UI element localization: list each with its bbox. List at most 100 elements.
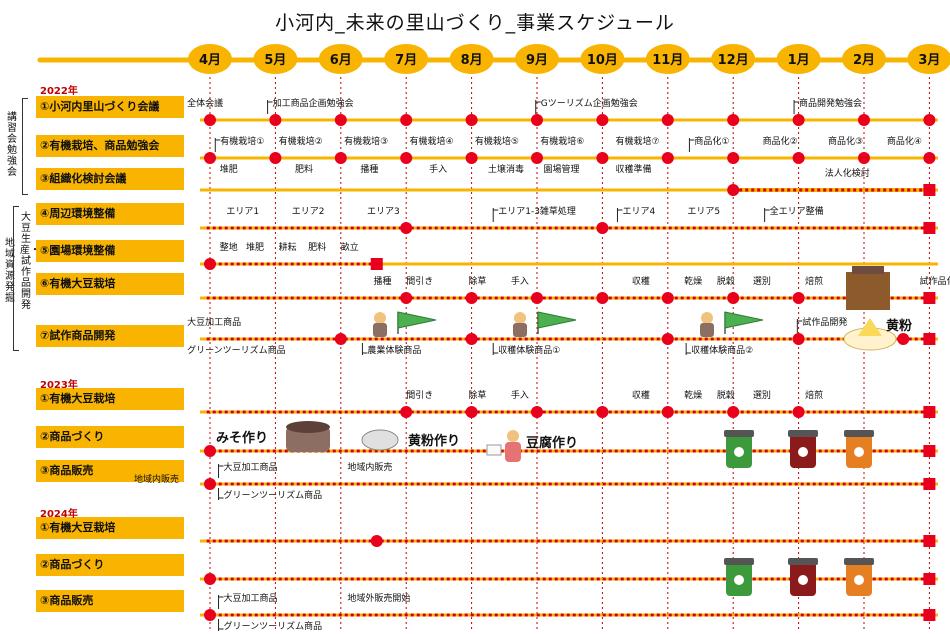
milestone-annotation: 大豆加工商品 (187, 318, 242, 328)
milestone-dot (204, 445, 216, 457)
month-bubble (253, 44, 298, 74)
milestone-dot (923, 114, 936, 126)
milestone-dot (269, 114, 282, 126)
milestone-annotation: 有機栽培⑦ (615, 137, 660, 147)
side-label-chiiki: 地域資源発掘 (5, 238, 15, 304)
milestone-annotation: 有機栽培② (278, 137, 323, 147)
milestone-dot (400, 292, 413, 304)
month-label: 4月 (199, 53, 221, 68)
page-title: 小河内_未来の里山づくり_事業スケジュール (275, 12, 675, 34)
end-square (923, 333, 936, 345)
bracket-chiiki (13, 206, 14, 350)
row-label: ②有機栽培、商品勉強会 (36, 135, 184, 157)
milestone-dot (204, 478, 216, 490)
end-square (923, 222, 936, 234)
milestone-dot (923, 152, 936, 164)
year-label: 2022年 (40, 86, 78, 97)
row-label: ②商品づくり (36, 426, 184, 448)
miso-label: みそ作り (216, 431, 269, 446)
farmer-head (514, 312, 526, 324)
milestone-annotation: 地域外販売開始 (347, 594, 411, 604)
milestone-dot (269, 152, 282, 164)
milestone-dot (465, 152, 478, 164)
bracket-tick (22, 194, 28, 195)
jar-lid (724, 558, 754, 565)
milestone-dot (792, 406, 805, 418)
milestone-dot (661, 114, 674, 126)
bracket-kaigi (22, 98, 23, 194)
year-label: 2024年 (40, 509, 78, 520)
milestone-dot (596, 114, 609, 126)
milestone-annotation: グリーンツーリズム商品 (223, 491, 323, 501)
milestone-annotation: 大豆加工商品 (223, 594, 278, 604)
row-label: ③商品販売 (36, 460, 184, 482)
farmer-head (701, 312, 713, 324)
bracket-tick (13, 206, 19, 207)
milestone-dot (334, 333, 347, 345)
month-label: 9月 (526, 53, 548, 68)
small-sales-label: 地域内販売 (134, 475, 180, 485)
milestone-annotation: 全体会議 (187, 99, 224, 109)
milestone-annotation: 手入 (510, 391, 529, 401)
milestone-annotation: 堆肥 (245, 243, 264, 253)
milestone-dot (531, 406, 543, 418)
farmer-icon (373, 323, 387, 337)
milestone-annotation: 商品開発勉強会 (799, 99, 863, 109)
row-label: ①有機大豆栽培 (36, 388, 184, 410)
milestone-dot (465, 333, 478, 345)
side-label-daizu: 大豆生産・試作品開発 (20, 212, 40, 311)
milestone-annotation: エリア4 (622, 207, 656, 217)
jar-label (854, 447, 864, 457)
milestone-annotation: 除草 (468, 277, 487, 287)
milestone-annotation: 有機栽培③ (344, 137, 389, 147)
milestone-dot (661, 333, 674, 345)
mill-icon (846, 272, 890, 310)
month-label: 8月 (461, 53, 483, 68)
milestone-dot (400, 152, 413, 164)
milestone-annotation: 手入 (510, 277, 529, 287)
milestone-dot (897, 333, 910, 345)
year-label: 2023年 (40, 380, 78, 391)
milestone-dot (661, 292, 674, 304)
milestone-annotation: 堆肥 (219, 165, 238, 175)
green-flag-icon (397, 311, 437, 329)
milestone-dot (204, 114, 216, 126)
end-square (923, 609, 936, 621)
milestone-dot (596, 152, 609, 164)
milestone-dot (727, 184, 740, 196)
milestone-dot (727, 152, 740, 164)
milestone-annotation: 除草 (468, 391, 487, 401)
milestone-dot (792, 114, 805, 126)
tofu-person-icon (505, 442, 521, 462)
end-square (923, 445, 936, 457)
milestone-annotation: 試作品化 (919, 277, 950, 287)
milestone-annotation: 有機栽培⑥ (540, 137, 585, 147)
milestone-dot (334, 114, 347, 126)
month-bubble (711, 44, 756, 74)
kinako-label-2: 黄粉 (886, 319, 913, 334)
end-square (370, 258, 383, 270)
milestone-annotation: 選別 (752, 277, 771, 287)
row-label: ①有機大豆栽培 (36, 517, 184, 539)
milestone-dot (204, 609, 216, 621)
milestone-dot (792, 292, 805, 304)
month-label: 3月 (918, 53, 940, 68)
jar-label (734, 447, 744, 457)
miso-top (286, 421, 330, 433)
green-flag-icon (537, 311, 577, 329)
milestone-annotation: 収穫 (631, 391, 650, 401)
month-label: 12月 (718, 53, 749, 68)
milestone-dot (727, 114, 740, 126)
tofu-label: 豆腐作り (526, 436, 579, 451)
month-label: 11月 (652, 53, 683, 68)
milestone-dot (465, 292, 478, 304)
milestone-dot (465, 114, 478, 126)
milestone-annotation: 畝立 (340, 243, 359, 253)
side-label-kaigi: 講習会勉強会 (7, 112, 17, 178)
miso-bucket-icon (286, 426, 330, 452)
milestone-annotation: 園場管理 (543, 165, 580, 175)
month-bubble (515, 44, 559, 74)
jar-lid (844, 430, 874, 437)
milestone-annotation: 収穫体験商品① (498, 346, 561, 356)
